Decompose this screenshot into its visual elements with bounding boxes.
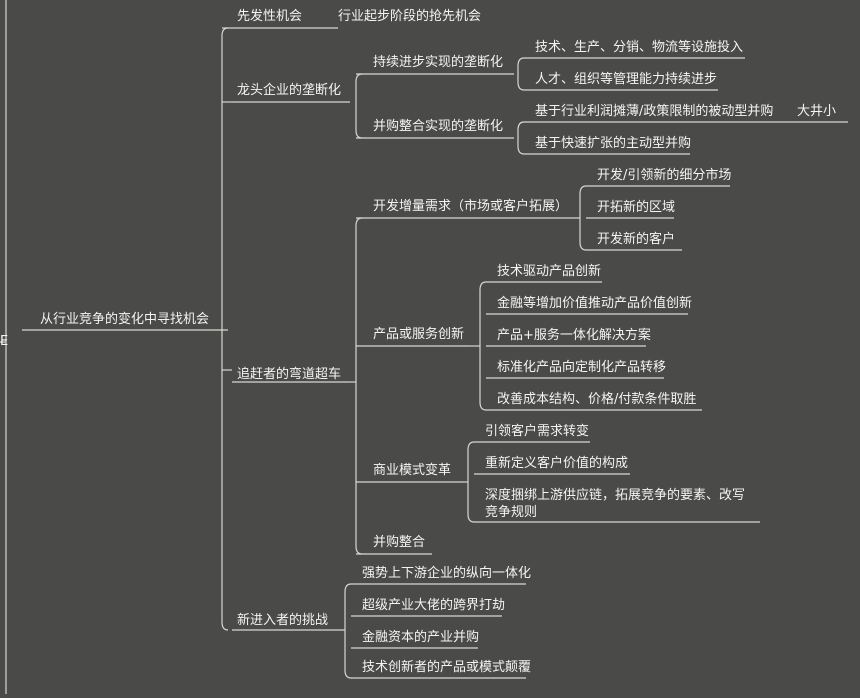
node-mna-item[interactable]: 基于行业利润摊薄/政策限制的被动型并购 [535,104,774,119]
node-demand-item[interactable]: 开发/引领新的细分市场 [597,168,732,183]
node-demand-item[interactable]: 开发新的客户 [597,232,676,247]
node-innovation-item[interactable]: 产品+服务一体化解决方案 [497,328,651,343]
node-newcomer-item[interactable]: 超级产业大佬的跨界打劫 [362,598,506,613]
left-edge-text: E [0,334,9,349]
node-mna-item[interactable]: 基于快速扩张的主动型并购 [535,136,692,151]
node-leader-monopoly[interactable]: 龙头企业的垄断化 [237,83,342,98]
node-newcomer[interactable]: 新进入者的挑战 [237,613,329,628]
node-mna-side-note[interactable]: 大井小 [797,104,837,119]
node-demand[interactable]: 开发增量需求（市场或客户拓展） [373,199,569,214]
node-newcomer-item[interactable]: 金融资本的产业并购 [362,630,480,645]
node-catchup[interactable]: 追赶者的弯道超车 [237,367,342,382]
node-demand-item[interactable]: 开拓新的区域 [597,200,676,215]
node-model-item[interactable]: 重新定义客户价值的构成 [485,456,629,471]
node-innovation-item[interactable]: 标准化产品向定制化产品转移 [497,360,667,375]
node-innovation[interactable]: 产品或服务创新 [373,327,465,342]
node-progress-item[interactable]: 人才、组织等管理能力持续进步 [535,72,718,87]
node-innovation-item[interactable]: 改善成本结构、价格/付款条件取胜 [497,392,697,407]
node-newcomer-item[interactable]: 强势上下游企业的纵向一体化 [362,566,532,581]
node-model-item[interactable]: 引领客户需求转变 [485,424,590,439]
node-merger[interactable]: 并购整合 [373,535,426,550]
node-progress-monopoly[interactable]: 持续进步实现的垄断化 [373,55,504,70]
node-model-item[interactable]: 深度捆绑上游供应链，拓展竞争的要素、改写竞争规则 [485,488,746,520]
node-progress-item[interactable]: 技术、生产、分销、物流等设施投入 [535,40,744,55]
node-first-mover[interactable]: 先发性机会 [237,9,303,24]
node-first-mover-child[interactable]: 行业起步阶段的抢先机会 [338,9,482,24]
node-innovation-item[interactable]: 技术驱动产品创新 [497,264,602,279]
node-newcomer-item[interactable]: 技术创新者的产品或模式颠覆 [362,660,532,675]
node-mna-monopoly[interactable]: 并购整合实现的垄断化 [373,119,504,134]
root-node[interactable]: 从行业竞争的变化中寻找机会 [40,312,210,327]
node-business-model[interactable]: 商业模式变革 [373,463,452,478]
node-innovation-item[interactable]: 金融等增加价值推动产品价值创新 [497,296,693,311]
